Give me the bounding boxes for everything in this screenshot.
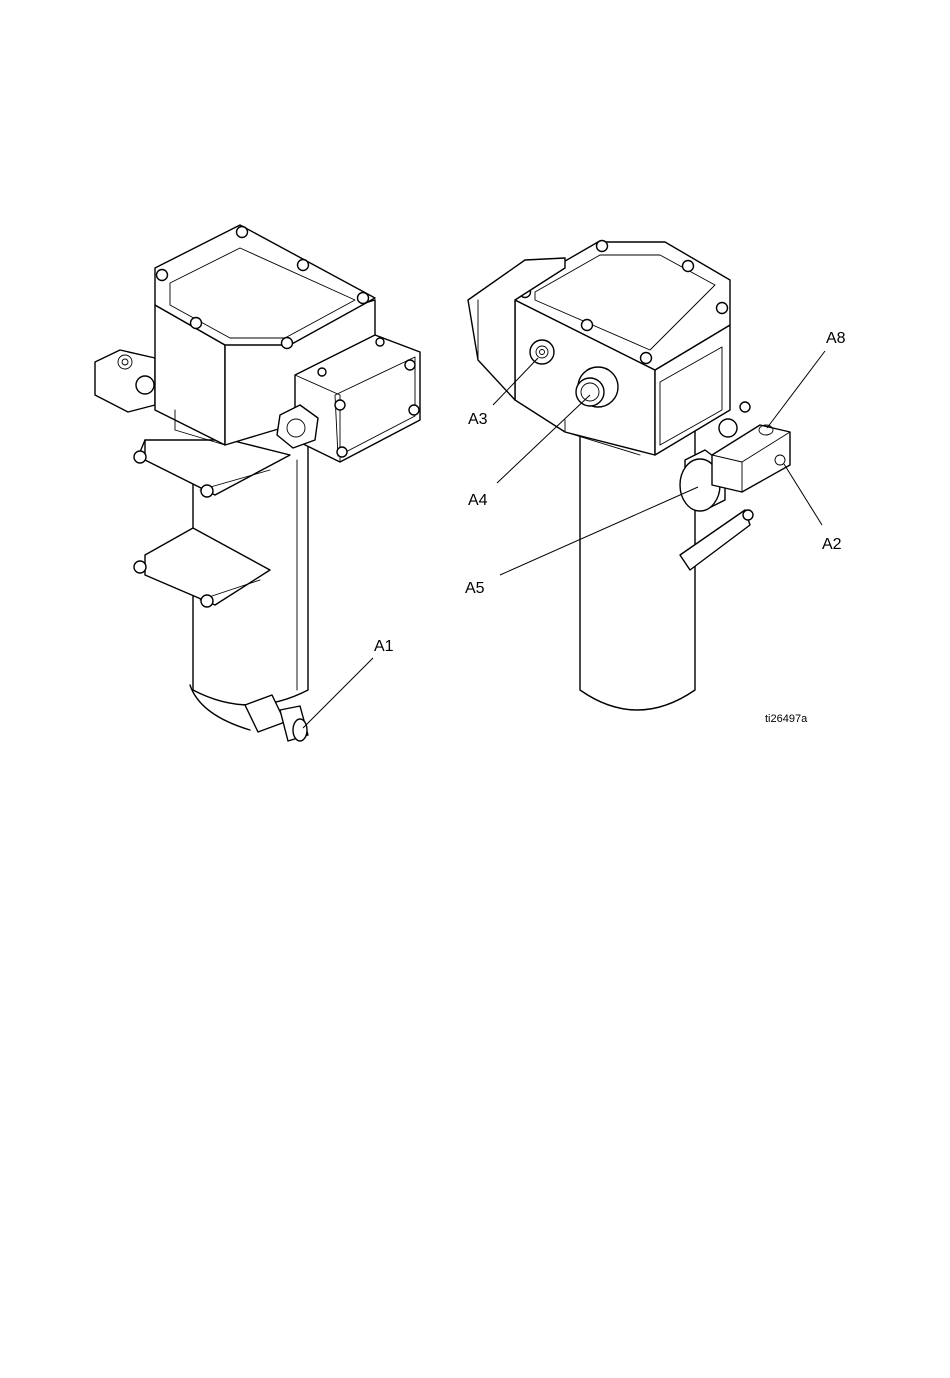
right-bracket [680, 510, 753, 570]
right-cylinder [580, 430, 695, 710]
port-a3-icon [530, 340, 554, 364]
left-side-junction-box [95, 350, 155, 412]
callout-a3-label: A3 [468, 411, 488, 428]
figure-id: ti26497a [765, 713, 808, 725]
right-inlet-manifold [712, 402, 790, 492]
left-upper-bracket [140, 440, 290, 495]
callout-a8: A8 [767, 330, 846, 428]
callout-a1: A1 [303, 638, 394, 728]
callout-a5-label: A5 [465, 580, 485, 597]
callout-a2: A2 [784, 464, 842, 553]
right-heater-view: A3 A4 A5 A8 A2 ti26497a [465, 241, 846, 726]
callout-a5: A5 [465, 487, 698, 597]
callout-a4-label: A4 [468, 492, 488, 509]
left-lower-bracket [145, 528, 270, 605]
callout-a8-label: A8 [826, 330, 846, 347]
left-heater-view: A1 [95, 225, 420, 741]
callout-a2-label: A2 [822, 536, 842, 553]
callout-a1-label: A1 [374, 638, 394, 655]
